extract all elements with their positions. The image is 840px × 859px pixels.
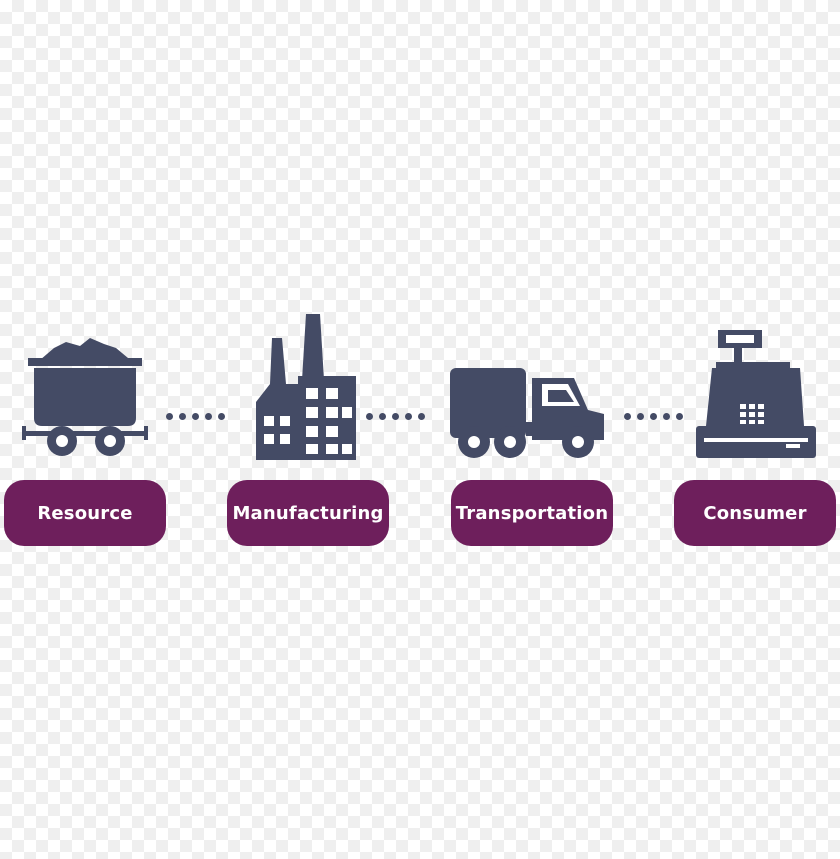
connector-dots-1	[166, 413, 225, 420]
connector-dot	[179, 413, 186, 420]
connector-dot	[379, 413, 386, 420]
stage-label-resource: Resource	[4, 480, 166, 546]
connector-dot	[663, 413, 670, 420]
connector-dot	[392, 413, 399, 420]
connector-dot	[205, 413, 212, 420]
mine-cart-icon	[18, 330, 152, 460]
connector-dot	[192, 413, 199, 420]
connector-dot	[676, 413, 683, 420]
connector-dot	[366, 413, 373, 420]
connector-dot	[637, 413, 644, 420]
stage-label-transportation: Transportation	[451, 480, 613, 546]
connector-dot	[166, 413, 173, 420]
connector-dot	[405, 413, 412, 420]
factory-icon	[254, 312, 358, 460]
connector-dots-3	[624, 413, 683, 420]
connector-dot	[218, 413, 225, 420]
truck-icon	[448, 366, 606, 460]
connector-dots-2	[366, 413, 425, 420]
connector-dot	[624, 413, 631, 420]
connector-dot	[650, 413, 657, 420]
connector-dot	[418, 413, 425, 420]
cash-register-icon	[694, 328, 818, 460]
stage-label-manufacturing: Manufacturing	[227, 480, 389, 546]
stage-label-consumer: Consumer	[674, 480, 836, 546]
